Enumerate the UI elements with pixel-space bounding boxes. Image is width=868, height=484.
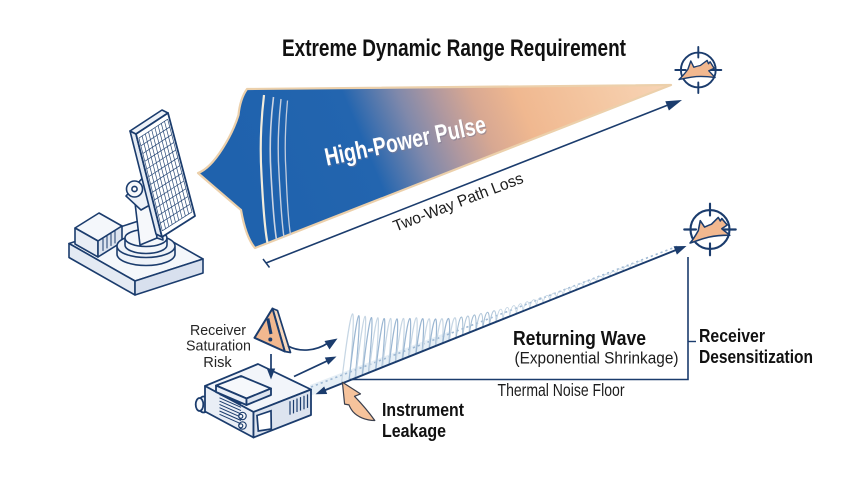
svg-text:Saturation: Saturation — [186, 338, 251, 355]
svg-text:Instrument: Instrument — [382, 399, 464, 420]
svg-text:Receiver: Receiver — [699, 325, 765, 346]
svg-text:Thermal Noise Floor: Thermal Noise Floor — [498, 380, 625, 400]
svg-text:Risk: Risk — [203, 354, 232, 371]
svg-text:Extreme Dynamic Range Requirem: Extreme Dynamic Range Requirement — [282, 35, 626, 62]
svg-text:Leakage: Leakage — [382, 420, 446, 441]
svg-text:Receiver: Receiver — [190, 322, 246, 339]
svg-text:Desensitization: Desensitization — [699, 346, 813, 367]
svg-text:(Exponential Shrinkage): (Exponential Shrinkage) — [515, 350, 679, 368]
svg-text:Returning Wave: Returning Wave — [513, 328, 646, 350]
